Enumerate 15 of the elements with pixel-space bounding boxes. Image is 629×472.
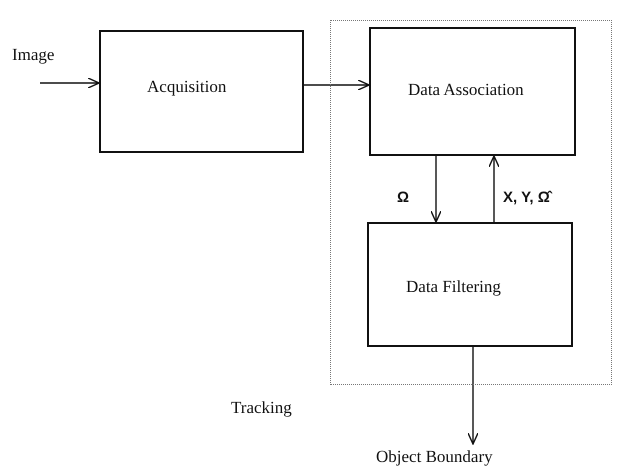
process-box bbox=[99, 30, 304, 153]
arrow bbox=[40, 77, 100, 89]
arrow bbox=[430, 156, 442, 223]
arrow bbox=[304, 79, 370, 91]
edge-label: X, Y, Ω̂ bbox=[503, 189, 550, 206]
box-label: Data Filtering bbox=[406, 276, 502, 298]
process-box bbox=[367, 222, 573, 347]
process-box bbox=[369, 27, 576, 156]
node-label: Image bbox=[12, 44, 54, 66]
node-label: Object Boundary bbox=[376, 446, 493, 468]
arrow bbox=[467, 347, 479, 445]
box-label: Data Association bbox=[408, 79, 525, 101]
box-label: Acquisition bbox=[147, 76, 228, 98]
group-label: Tracking bbox=[231, 397, 293, 419]
arrow bbox=[488, 155, 500, 222]
